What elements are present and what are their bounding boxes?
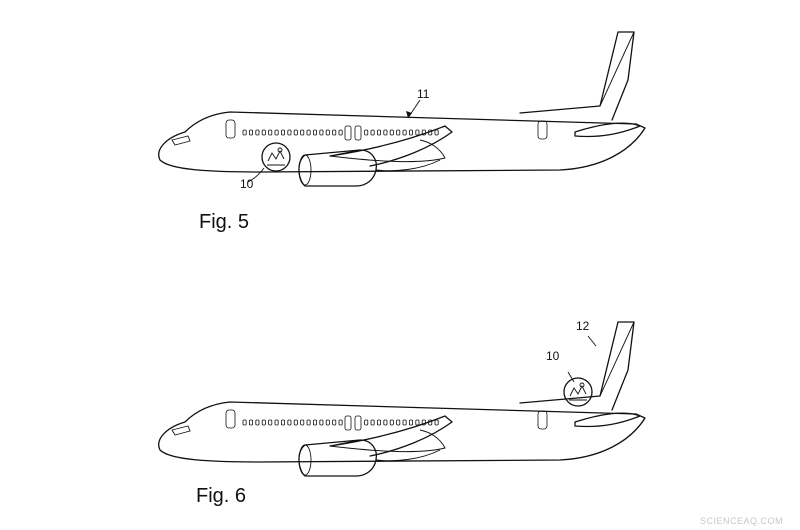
cabin-window xyxy=(370,419,375,426)
cabin-window xyxy=(332,419,337,426)
cabin-window xyxy=(396,129,401,136)
cabin-window xyxy=(319,129,324,136)
cabin-window xyxy=(312,419,317,426)
fig5-aircraft-outline xyxy=(158,31,646,187)
cabin-window xyxy=(306,129,311,136)
cabin-window xyxy=(389,129,394,136)
cabin-window xyxy=(364,129,369,136)
fig5-aircraft: 11 10 xyxy=(158,31,646,191)
cabin-window xyxy=(383,419,388,426)
cabin-window xyxy=(421,419,426,426)
fig6-label-12: 12 xyxy=(576,319,590,333)
fig5-label-10: 10 xyxy=(240,177,254,191)
cabin-window xyxy=(300,419,305,426)
cabin-window xyxy=(402,129,407,136)
cabin-window xyxy=(421,129,426,136)
cabin-window xyxy=(287,129,292,136)
cabin-window xyxy=(248,419,253,426)
fig5-leader-10 xyxy=(247,167,265,183)
cabin-window xyxy=(434,129,439,136)
cabin-window xyxy=(306,419,311,426)
cabin-window xyxy=(261,129,266,136)
fig6-aircraft-outline xyxy=(158,321,646,477)
fig6-leader-10 xyxy=(567,371,575,383)
cabin-window xyxy=(293,129,298,136)
cabin-window xyxy=(428,129,433,136)
cabin-window xyxy=(325,419,330,426)
cabin-window xyxy=(364,419,369,426)
cabin-window xyxy=(415,419,420,426)
cabin-window xyxy=(408,129,413,136)
fig6-module-circle xyxy=(563,377,593,407)
cabin-window xyxy=(319,419,324,426)
cabin-window xyxy=(332,129,337,136)
cabin-window xyxy=(242,129,247,136)
cabin-window xyxy=(255,419,260,426)
cabin-window xyxy=(383,129,388,136)
cabin-window xyxy=(428,419,433,426)
cabin-window xyxy=(287,419,292,426)
cabin-window xyxy=(293,419,298,426)
fig6-caption: Fig. 6 xyxy=(196,485,246,507)
fig6-leader-12 xyxy=(587,335,597,347)
cabin-window xyxy=(242,419,247,426)
cabin-window xyxy=(338,129,343,136)
cabin-window xyxy=(248,129,253,136)
cabin-window xyxy=(280,129,285,136)
cabin-window xyxy=(434,419,439,426)
cabin-window xyxy=(300,129,305,136)
cabin-window xyxy=(261,419,266,426)
fig5-arrowhead xyxy=(406,111,412,118)
fig6-label-10: 10 xyxy=(546,349,560,363)
cabin-window xyxy=(325,129,330,136)
cabin-window xyxy=(370,129,375,136)
cabin-window xyxy=(255,129,260,136)
cabin-window xyxy=(312,129,317,136)
cabin-window xyxy=(396,419,401,426)
fig5-label-11: 11 xyxy=(417,87,430,101)
fig5-window-row xyxy=(242,129,439,136)
cabin-window xyxy=(274,129,279,136)
fig5-caption: Fig. 5 xyxy=(199,211,249,233)
fig5-module-circle xyxy=(261,142,291,172)
cabin-window xyxy=(268,419,273,426)
watermark: SCIENCEAQ.COM xyxy=(700,516,783,526)
cabin-window xyxy=(338,419,343,426)
cabin-window xyxy=(376,419,381,426)
cabin-window xyxy=(402,419,407,426)
cabin-window xyxy=(268,129,273,136)
cabin-window xyxy=(389,419,394,426)
fig6-aircraft xyxy=(158,321,646,477)
cabin-window xyxy=(376,129,381,136)
cabin-window xyxy=(274,419,279,426)
cabin-window xyxy=(415,129,420,136)
cabin-window xyxy=(280,419,285,426)
cabin-window xyxy=(408,419,413,426)
